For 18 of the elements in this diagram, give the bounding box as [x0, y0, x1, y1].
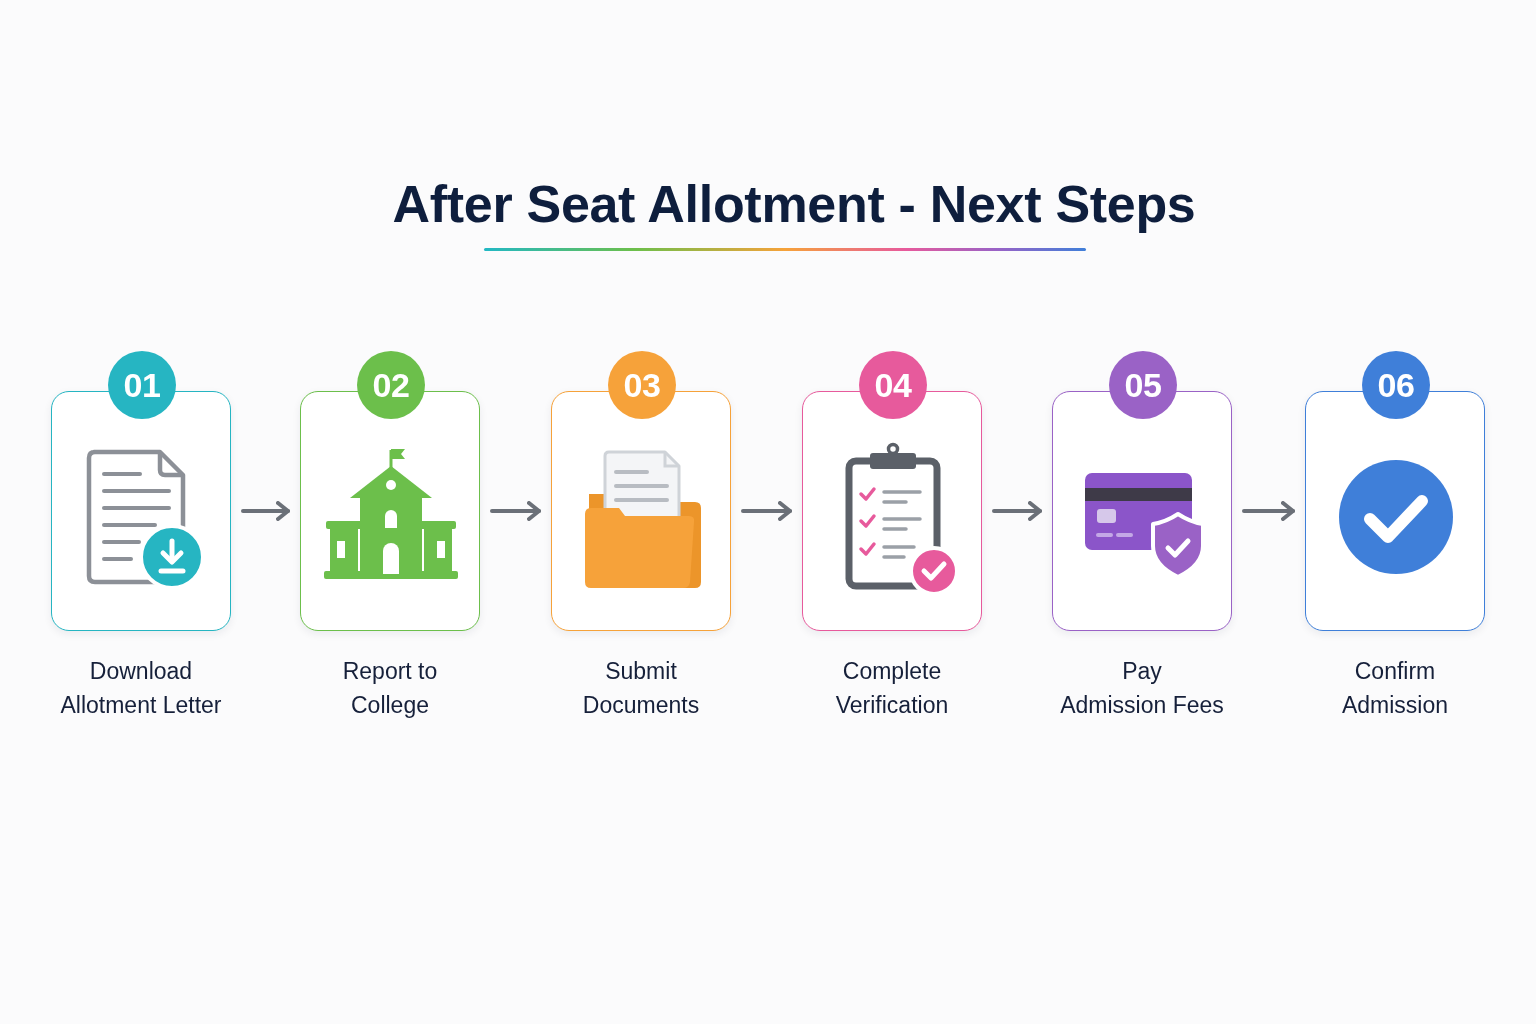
arrow: [992, 501, 1042, 521]
step-label: Download Allotment Letter: [60, 657, 222, 720]
step-number: 05: [1109, 351, 1177, 419]
step-label: Complete Verification: [835, 657, 949, 720]
step-number: 02: [357, 351, 425, 419]
step-label: Pay Admission Fees: [1060, 657, 1224, 720]
step-label: Report to College: [342, 657, 438, 720]
step-number: 04: [859, 351, 927, 419]
arrow: [241, 501, 290, 521]
arrow: [741, 501, 792, 521]
title: After Seat Allotment - Next Steps: [392, 174, 1196, 235]
step-label: Confirm Admission: [1341, 657, 1449, 720]
step-number: 03: [608, 351, 676, 419]
step-number: 01: [108, 351, 176, 419]
arrow: [490, 501, 541, 521]
arrow: [1242, 501, 1295, 521]
step-label: Submit Documents: [582, 657, 700, 720]
step-number: 06: [1362, 351, 1430, 419]
